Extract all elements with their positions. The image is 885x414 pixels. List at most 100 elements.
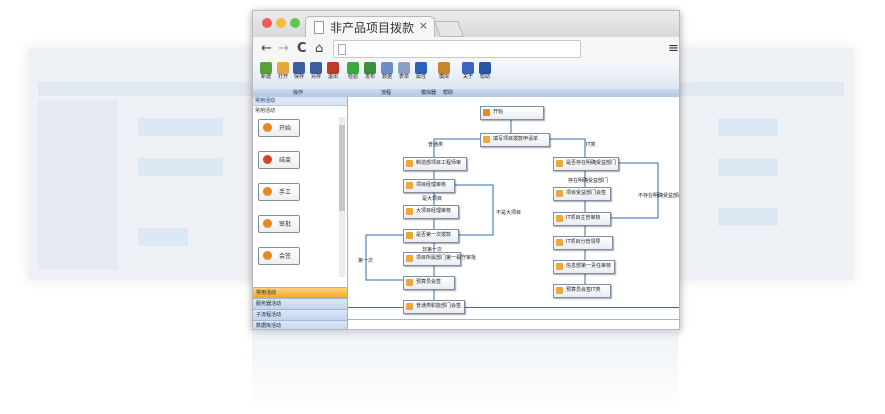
toolbar-button-label: 数据 — [381, 74, 392, 80]
publish-icon — [364, 62, 376, 74]
task-icon — [406, 232, 413, 239]
flow-node-label: 预算员会签 — [416, 279, 442, 285]
task-icon — [556, 239, 563, 246]
activity-palette: 常用活动 常用活动 开始结束手工审批会签 常用活动 服务器活动 子流程活动 数据… — [253, 97, 348, 329]
toolbar-button-label: 打开 — [277, 74, 288, 80]
toolbar-button-save-as[interactable]: 另存 — [308, 62, 324, 81]
flow-canvas[interactable]: 开始填写项目拨款申请单制造部项目工程师审项目经理审核大项目经理审核是否第一次拨款… — [348, 97, 679, 329]
flow-node-n5[interactable]: 项目所属部门第一看守审批 — [403, 252, 476, 266]
palette-item-approve[interactable]: 审批 — [258, 215, 300, 233]
toolbar-button-save[interactable]: 保存 — [291, 62, 307, 81]
close-tab-icon[interactable]: × — [418, 19, 428, 32]
scrollbar-thumb[interactable] — [339, 125, 345, 211]
toolbar-button-about[interactable]: 关于 — [460, 62, 476, 81]
accordion-common[interactable]: 常用活动 — [253, 287, 347, 298]
toolbar-button-form[interactable]: 表单 — [396, 62, 412, 81]
flow-node-label: 信息部第一责任审核 — [566, 263, 612, 269]
approve-icon — [263, 219, 272, 228]
toolbar-button-info[interactable]: 属性 — [413, 62, 429, 81]
toolbar-button-new[interactable]: 新建 — [258, 62, 274, 81]
toolbar-button-simulate[interactable]: 模拟 — [436, 62, 452, 81]
start-icon — [263, 123, 272, 132]
flow-node-n2[interactable]: 项目经理审核 — [403, 179, 455, 193]
task-icon — [556, 287, 563, 294]
accordion-server[interactable]: 服务器活动 — [253, 298, 347, 309]
back-arrow-icon[interactable]: ← — [261, 41, 272, 56]
group-label-flow: 流程 — [381, 90, 392, 96]
new-tab-button[interactable] — [434, 21, 464, 37]
toolbar-button-publish[interactable]: 发布 — [362, 62, 378, 81]
edge-label-notbig: 不是大项目 — [496, 210, 522, 216]
task-icon — [556, 190, 563, 197]
address-bar[interactable] — [333, 40, 581, 58]
minimize-window-button[interactable] — [276, 18, 286, 28]
toolbar-button-check[interactable]: 检验 — [345, 62, 361, 81]
flow-node-label: IT项目主管审核 — [566, 215, 601, 221]
flow-node-n7[interactable]: 普通类职能部门会签 — [403, 300, 465, 314]
toolbar-button-open[interactable]: 打开 — [275, 62, 291, 81]
home-icon[interactable]: ⌂ — [315, 41, 324, 56]
title-bar: 非产品项目拨款 × — [253, 11, 679, 38]
toolbar-button-label: 保存 — [293, 74, 304, 80]
toolbar-button-label: 检验 — [347, 74, 358, 80]
flow-node-label: 制造部项目工程师审 — [416, 160, 462, 166]
close-window-button[interactable] — [262, 18, 272, 28]
browser-tab[interactable]: 非产品项目拨款 × — [305, 16, 435, 38]
accordion-subprocess[interactable]: 子流程活动 — [253, 309, 347, 320]
toolbar-ribbon: 新建打开保存另存退出检验发布数据表单属性模拟关于帮助 — [253, 61, 679, 90]
flow-node-r5[interactable]: 信息部第一责任审核 — [553, 260, 615, 274]
flow-node-fill[interactable]: 填写项目拨款申请单 — [480, 133, 550, 147]
simulate-icon — [438, 62, 450, 74]
flow-node-label: 是否存在明确受益部门 — [566, 160, 617, 166]
toolbar-button-data[interactable]: 数据 — [379, 62, 395, 81]
flow-node-n1[interactable]: 制造部项目工程师审 — [403, 157, 467, 171]
flow-node-r6[interactable]: 预算员会签IT类 — [553, 284, 611, 298]
palette-item-label: 开始 — [279, 125, 292, 132]
flow-node-r1[interactable]: 是否存在明确受益部门 — [553, 157, 619, 171]
exit-icon — [327, 62, 339, 74]
browser-menu-icon[interactable]: ≡ — [668, 41, 679, 56]
flow-node-r3[interactable]: IT项目主管审核 — [553, 212, 611, 226]
accordion-database[interactable]: 数据库活动 — [253, 320, 347, 329]
palette-item-manual[interactable]: 手工 — [258, 183, 300, 201]
flow-edge — [609, 162, 659, 219]
flow-edge — [453, 184, 494, 236]
about-icon — [462, 62, 474, 74]
reload-icon[interactable]: C — [297, 41, 307, 56]
check-icon — [347, 62, 359, 74]
group-label-help: 帮助 — [443, 90, 454, 96]
flow-node-n4[interactable]: 是否第一次拨款 — [403, 229, 459, 243]
start-icon — [483, 109, 490, 116]
toolbar-button-exit[interactable]: 退出 — [325, 62, 341, 81]
edge-label-big: 是大项目 — [422, 196, 443, 202]
flow-node-label: 开始 — [493, 109, 504, 115]
palette-item-start[interactable]: 开始 — [258, 119, 300, 137]
flow-node-r2[interactable]: 项目受益部门会签 — [553, 187, 611, 201]
task-icon — [406, 182, 413, 189]
flow-node-start[interactable]: 开始 — [480, 106, 544, 120]
edge-label-has_dept: 存在明确受益部门 — [568, 178, 609, 184]
palette-item-label: 会签 — [279, 253, 292, 260]
data-icon — [381, 62, 393, 74]
flow-node-r4[interactable]: IT项目分管领导 — [553, 236, 613, 250]
palette-item-countersign[interactable]: 会签 — [258, 247, 300, 265]
toolbar-button-label: 新建 — [260, 74, 271, 80]
palette-item-end[interactable]: 结束 — [258, 151, 300, 169]
task-icon — [406, 255, 413, 262]
flow-edge — [548, 138, 586, 157]
maximize-window-button[interactable] — [290, 18, 300, 28]
save-as-icon — [310, 62, 322, 74]
palette-scrollbar[interactable] — [339, 117, 345, 277]
toolbar-button-help[interactable]: 帮助 — [477, 62, 493, 81]
canvas-divider — [348, 307, 679, 308]
flow-node-label: 普通类职能部门会签 — [416, 303, 462, 309]
save-icon — [293, 62, 305, 74]
toolbar-button-label: 发布 — [364, 74, 375, 80]
canvas-divider-bottom — [348, 319, 679, 320]
palette-item-label: 手工 — [279, 189, 292, 196]
flow-node-n3[interactable]: 大项目经理审核 — [403, 205, 459, 219]
flow-node-n6[interactable]: 预算员会签 — [403, 276, 455, 290]
forward-arrow-icon[interactable]: → — [278, 41, 289, 56]
palette-item-label: 审批 — [279, 221, 292, 228]
group-label-simulator: 模拟器 — [421, 90, 437, 96]
